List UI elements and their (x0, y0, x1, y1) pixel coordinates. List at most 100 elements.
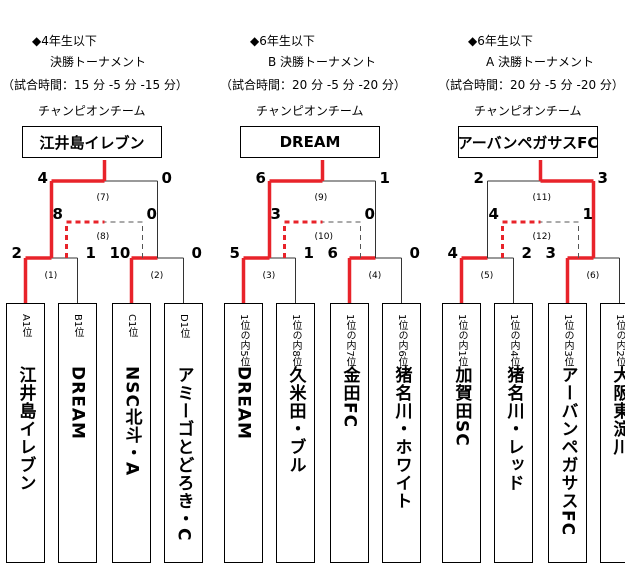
score-m1-left: 4 (447, 244, 458, 262)
team-rank: 1位の内7位 (344, 314, 355, 367)
team-name-wrap: 久米田・ブル (277, 366, 314, 474)
score-semi-left: 3 (270, 205, 281, 223)
team-name: 大阪東淀川 (609, 366, 625, 456)
division-heading: ◆4年生以下 (32, 34, 97, 48)
match-number: (11) (532, 193, 551, 203)
score-final-left: 6 (255, 169, 266, 187)
team-name-wrap: アミーゴとどろき・C (165, 366, 202, 541)
score-final-right: 1 (379, 169, 390, 187)
score-semi-right: 0 (146, 205, 157, 223)
team-name-wrap: NSC北斗・A (113, 366, 150, 476)
score-m2-right: 0 (191, 244, 202, 262)
team-name-wrap: 猪名川・レッド (495, 366, 532, 492)
score-m2-right: 0 (409, 244, 420, 262)
score-m1-right: 2 (521, 244, 532, 262)
champion-label: チャンピオンチーム (256, 104, 364, 118)
team-rank: 1位の内4位 (508, 314, 519, 367)
score-semi-right: 1 (582, 205, 593, 223)
team-box: 1位の内3位アーバンペガサスFC (548, 303, 587, 563)
match-number: (4) (368, 271, 382, 281)
team-rank: C1位 (126, 314, 137, 338)
score-final-left: 4 (37, 169, 48, 187)
team-name: 江井島イレブン (15, 366, 36, 492)
champion-team-box: 江井島イレブン (22, 126, 162, 158)
score-m1-right: 1 (85, 244, 96, 262)
team-name: 猪名川・レッド (503, 366, 524, 492)
team-box: 1位の内6位猪名川・ホワイト (382, 303, 421, 563)
champion-team-box: アーバンペガサスFC (458, 126, 598, 158)
team-box: 1位の内2位大阪東淀川 (600, 303, 625, 563)
division-heading: ◆6年生以下 (468, 34, 533, 48)
score-final-right: 0 (161, 169, 172, 187)
champion-label: チャンピオンチーム (474, 104, 582, 118)
match-number: (12) (532, 232, 551, 242)
score-semi-right: 0 (364, 205, 375, 223)
score-semi-left: 4 (488, 205, 499, 223)
team-rank: 1位の内6位 (396, 314, 407, 367)
team-box: C1位 NSC北斗・A (112, 303, 151, 563)
score-m2-left: 3 (545, 244, 556, 262)
team-name-wrap: 大阪東淀川 (601, 366, 625, 456)
score-m2-left: 6 (327, 244, 338, 262)
team-name-wrap: DREAM (225, 366, 262, 440)
match-number: (1) (44, 271, 58, 281)
team-name: アーバンペガサスFC (557, 366, 578, 537)
team-name-wrap: 加賀田SC (443, 366, 480, 447)
team-rank: D1位 (178, 314, 189, 339)
division-heading: ◆6年生以下 (250, 34, 315, 48)
score-m2-left: 10 (109, 244, 131, 262)
team-rank: B1位 (72, 314, 83, 338)
match-time-rules: （試合時間：15 分 -5 分 -15 分） (2, 78, 188, 92)
team-box: D1位アミーゴとどろき・C (164, 303, 203, 563)
match-number: (9) (314, 193, 328, 203)
team-rank: 1位の内5位 (238, 314, 249, 367)
team-name-wrap: 猪名川・ホワイト (383, 366, 420, 510)
match-number: (2) (150, 271, 164, 281)
team-name-wrap: アーバンペガサスFC (549, 366, 586, 536)
score-m1-right: 1 (303, 244, 314, 262)
champion-label: チャンピオンチーム (38, 104, 146, 118)
team-name-wrap: 金田FC (331, 366, 368, 428)
team-name: 久米田・ブル (285, 366, 306, 474)
team-box: 1位の内7位金田FC (330, 303, 369, 563)
match-time-rules: （試合時間：20 分 -5 分 -20 分） (438, 78, 624, 92)
match-number: (5) (480, 271, 494, 281)
team-box: 1位の内1位加賀田SC (442, 303, 481, 563)
score-final-left: 2 (473, 169, 484, 187)
team-rank: 1位の内2位 (614, 314, 625, 367)
match-number: (10) (314, 232, 333, 242)
score-m1-left: 2 (11, 244, 22, 262)
team-name-wrap: 江井島イレブン (7, 366, 44, 492)
match-number: (3) (262, 271, 276, 281)
team-box: 1位の内8位久米田・ブル (276, 303, 315, 563)
score-semi-left: 8 (52, 205, 63, 223)
team-rank: A1位 (20, 314, 31, 338)
team-rank: 1位の内1位 (456, 314, 467, 367)
team-box: A1位江井島イレブン (6, 303, 45, 563)
match-number: (6) (586, 271, 600, 281)
team-box: 1位の内4位猪名川・レッド (494, 303, 533, 563)
match-time-rules: （試合時間：20 分 -5 分 -20 分） (220, 78, 406, 92)
team-name: アミーゴとどろき・C (173, 366, 194, 542)
stage-heading: 決勝トーナメント (50, 55, 147, 69)
team-name: DREAM (233, 366, 254, 440)
team-name: NSC北斗・A (121, 366, 142, 477)
score-final-right: 3 (597, 169, 608, 187)
team-box: B1位 DREAM (58, 303, 97, 563)
team-name: 猪名川・ホワイト (391, 366, 412, 510)
team-rank: 1位の内8位 (290, 314, 301, 367)
match-number: (8) (96, 232, 110, 242)
stage-heading: B 決勝トーナメント (268, 55, 377, 69)
stage-heading: A 決勝トーナメント (486, 55, 595, 69)
champion-team-box: DREAM (240, 126, 380, 158)
team-rank: 1位の内3位 (562, 314, 573, 367)
team-name: 加賀田SC (451, 366, 472, 447)
score-m1-left: 5 (229, 244, 240, 262)
team-name-wrap: DREAM (59, 366, 96, 440)
match-number: (7) (96, 193, 110, 203)
team-name: DREAM (67, 366, 88, 440)
team-name: 金田FC (339, 366, 360, 429)
